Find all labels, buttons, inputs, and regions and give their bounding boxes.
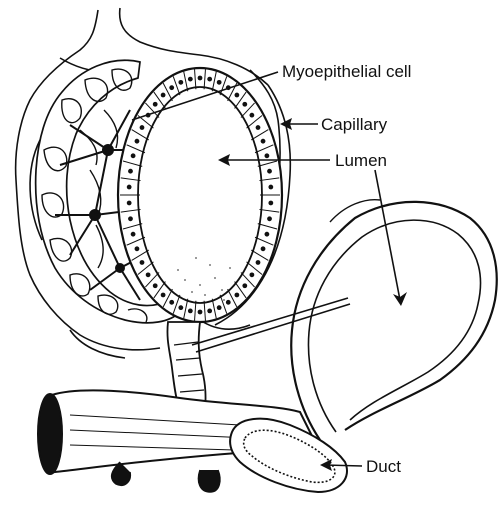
- cell-nucleus: [198, 76, 203, 81]
- cell-nucleus: [265, 232, 270, 237]
- cell-nucleus: [128, 216, 133, 221]
- cell-nucleus: [178, 80, 183, 85]
- cell-nucleus: [188, 77, 193, 82]
- cell-nucleus: [234, 293, 239, 298]
- cell-nucleus: [267, 216, 272, 221]
- cell-nucleus: [169, 85, 174, 90]
- cell-nucleus: [198, 310, 203, 315]
- cell-nucleus: [207, 309, 212, 314]
- cell-nucleus: [127, 201, 132, 206]
- cell-nucleus: [226, 300, 231, 305]
- lumen-label: Lumen: [335, 151, 387, 170]
- capillary-label: Capillary: [321, 115, 388, 134]
- cell-nucleus: [217, 80, 222, 85]
- cell-nucleus: [153, 102, 158, 107]
- duct-label: Duct: [366, 457, 401, 476]
- second-lumen-leader: [375, 170, 400, 300]
- cell-nucleus: [249, 113, 254, 118]
- cell-nucleus: [234, 93, 239, 98]
- cell-nucleus: [261, 139, 266, 144]
- cell-nucleus: [268, 201, 273, 206]
- cell-nucleus: [140, 260, 145, 265]
- alveolus-epithelium: [118, 68, 282, 322]
- second-alveolus: [291, 200, 497, 440]
- cell-nucleus: [161, 293, 166, 298]
- duct-cross-section: [230, 419, 347, 492]
- cell-nucleus: [267, 169, 272, 174]
- cell-nucleus: [140, 125, 145, 130]
- cell-nucleus: [256, 125, 261, 130]
- cell-nucleus: [188, 309, 193, 314]
- second-lumen-arrowhead: [393, 292, 407, 306]
- cell-nucleus: [265, 153, 270, 158]
- cell-nucleus: [135, 139, 140, 144]
- cell-nucleus: [153, 283, 158, 288]
- cell-nucleus: [249, 272, 254, 277]
- cell-nucleus: [169, 300, 174, 305]
- cell-nucleus: [161, 93, 166, 98]
- cell-nucleus: [268, 185, 273, 190]
- cell-nucleus: [242, 102, 247, 107]
- duct-leader: [325, 465, 362, 466]
- cell-nucleus: [242, 283, 247, 288]
- myoepithelial-cell-label: Myoepithelial cell: [282, 62, 411, 81]
- cell-nucleus: [135, 246, 140, 251]
- cell-nucleus: [256, 260, 261, 265]
- cell-nucleus: [178, 305, 183, 310]
- cell-nucleus: [261, 246, 266, 251]
- cell-nucleus: [128, 169, 133, 174]
- cell-nucleus: [146, 272, 151, 277]
- cell-nucleus: [131, 153, 136, 158]
- cell-nucleus: [127, 185, 132, 190]
- cell-nucleus: [131, 232, 136, 237]
- cell-nucleus: [217, 305, 222, 310]
- cell-nucleus: [207, 77, 212, 82]
